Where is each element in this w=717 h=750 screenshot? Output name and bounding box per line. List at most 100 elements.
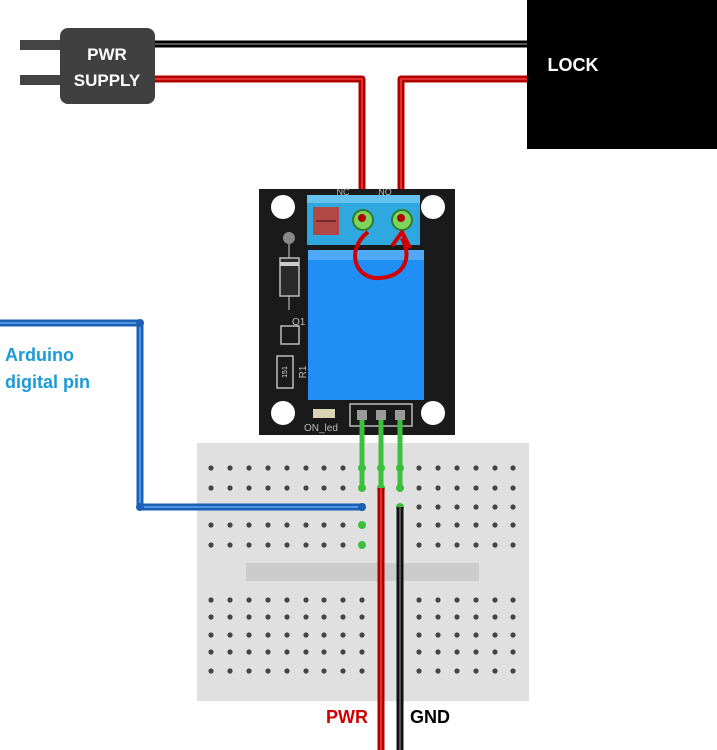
breadboard-hole	[473, 522, 479, 528]
breadboard-hole	[359, 649, 365, 655]
power-supply-body	[60, 28, 155, 104]
breadboard-hole	[492, 542, 498, 548]
relay-body	[308, 250, 424, 400]
on-led-label: ON_led	[304, 423, 338, 434]
breadboard-hole	[227, 649, 233, 655]
breadboard-hole	[208, 542, 214, 548]
bottom-wires	[377, 488, 404, 750]
breadboard-hole	[303, 614, 309, 620]
switch-loop-arrow	[353, 230, 409, 281]
breadboard-hole	[510, 614, 516, 620]
breadboard-hole	[454, 649, 460, 655]
breadboard-hole	[435, 542, 441, 548]
breadboard-hole	[284, 614, 290, 620]
relay-body-top	[308, 250, 424, 260]
breadboard-hole	[510, 485, 516, 491]
breadboard-hole	[227, 522, 233, 528]
nc-label: NC	[337, 187, 350, 197]
breadboard-hole	[340, 522, 346, 528]
breadboard-hole	[246, 542, 252, 548]
breadboard-hole	[492, 668, 498, 674]
breadboard-hole	[510, 504, 516, 510]
q1-label: Q1	[292, 317, 306, 328]
breadboard-hole	[303, 465, 309, 471]
breadboard-hole	[473, 597, 479, 603]
breadboard-hole	[510, 542, 516, 548]
breadboard-hole	[321, 522, 327, 528]
breadboard-hole	[340, 632, 346, 638]
breadboard-hole	[340, 465, 346, 471]
breadboard-hole	[454, 504, 460, 510]
breadboard-hole	[227, 597, 233, 603]
pin-vcc	[376, 410, 386, 420]
resistor-r1	[276, 355, 294, 389]
breadboard-hole	[473, 485, 479, 491]
breadboard-hole	[208, 465, 214, 471]
pin-gnd	[395, 410, 405, 420]
breadboard-hole	[416, 614, 422, 620]
breadboard-hole	[303, 649, 309, 655]
wire-end-nc	[358, 214, 366, 222]
arduino-signal-wire	[0, 319, 366, 511]
relay-module: NC NO Q1 151 R1 ON_led	[259, 187, 455, 435]
breadboard-hole	[492, 504, 498, 510]
breadboard-hole	[492, 614, 498, 620]
breadboard-hole	[492, 649, 498, 655]
breadboard-hole	[358, 541, 366, 549]
breadboard-hole	[321, 465, 327, 471]
breadboard-hole	[492, 485, 498, 491]
breadboard-hole	[510, 522, 516, 528]
signal-wire-end	[358, 503, 366, 511]
power-supply-pin-top	[20, 40, 70, 50]
breadboard-hole	[358, 521, 366, 529]
breadboard-hole	[208, 668, 214, 674]
breadboard-hole	[321, 632, 327, 638]
power-supply-label-line1: PWR	[87, 45, 127, 64]
breadboard-hole	[208, 597, 214, 603]
breadboard-hole	[510, 649, 516, 655]
breadboard-hole	[454, 465, 460, 471]
breadboard-center-channel	[246, 563, 479, 581]
relay-pin-legs	[359, 420, 403, 488]
breadboard-hole	[359, 597, 365, 603]
breadboard-hole	[416, 668, 422, 674]
breadboard-hole	[208, 522, 214, 528]
mounting-hole-bottom-right	[421, 401, 445, 425]
breadboard-hole	[510, 465, 516, 471]
breadboard-hole	[265, 649, 271, 655]
power-supply-label-line2: SUPPLY	[74, 71, 141, 90]
breadboard-hole	[416, 522, 422, 528]
breadboard-hole	[340, 668, 346, 674]
breadboard-hole	[416, 597, 422, 603]
breadboard-hole	[227, 632, 233, 638]
breadboard-hole	[359, 632, 365, 638]
breadboard-hole	[265, 465, 271, 471]
breadboard-hole	[284, 632, 290, 638]
breadboard-hole	[454, 522, 460, 528]
breadboard-hole	[340, 597, 346, 603]
breadboard-hole	[473, 504, 479, 510]
breadboard-hole	[265, 632, 271, 638]
breadboard-hole	[246, 632, 252, 638]
breadboard-hole	[246, 597, 252, 603]
lock: LOCK	[527, 0, 717, 149]
breadboard-hole	[321, 649, 327, 655]
breadboard-hole	[303, 542, 309, 548]
arduino-label-line1: Arduino	[5, 345, 74, 365]
terminal-block-top	[307, 195, 420, 203]
breadboard-hole	[284, 668, 290, 674]
breadboard-hole	[284, 465, 290, 471]
breadboard-hole	[265, 522, 271, 528]
breadboard-hole	[473, 465, 479, 471]
breadboard-hole	[227, 614, 233, 620]
power-supply-pin-bottom	[20, 75, 70, 85]
on-led	[313, 409, 335, 418]
diode-body	[279, 257, 300, 297]
breadboard-hole	[340, 649, 346, 655]
breadboard-hole	[454, 597, 460, 603]
breadboard-hole	[416, 632, 422, 638]
breadboard-hole	[208, 632, 214, 638]
breadboard-hole	[435, 632, 441, 638]
gnd-label: GND	[410, 707, 450, 727]
signal-wire-bend-bottom	[136, 503, 144, 511]
